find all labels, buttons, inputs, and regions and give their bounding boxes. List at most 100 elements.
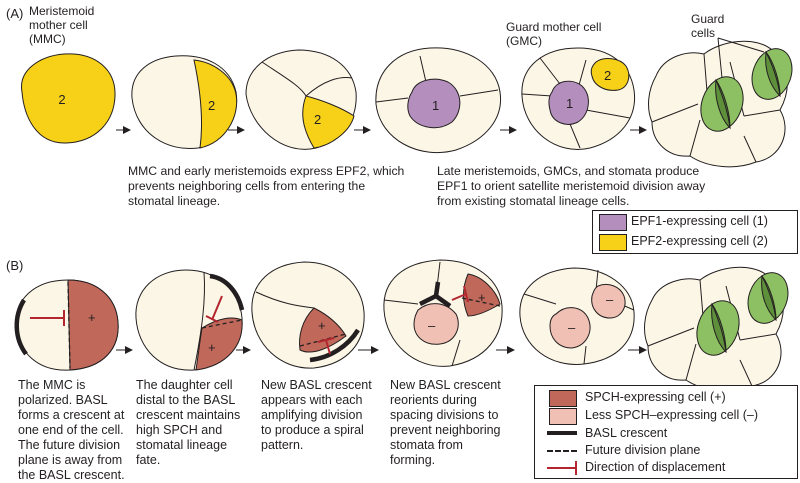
- caption-line: reorients during: [390, 393, 477, 407]
- minus-sign: –: [428, 318, 436, 333]
- caption-step-2: The daughter cell distal to the BASL cre…: [136, 378, 240, 468]
- caption-line: to produce a spiral: [261, 423, 364, 437]
- legend-swatch-basl-crescent: [547, 431, 577, 435]
- legend-label-epf1: EPF1-expressing cell (1): [631, 214, 768, 228]
- cell-number-2: 2: [208, 98, 215, 113]
- legend-swatch-spch: [549, 390, 577, 407]
- less-spch-satellite: [591, 283, 626, 319]
- caption-line: one end of the cell.: [18, 423, 124, 437]
- epf1-meristemoid: [407, 78, 461, 129]
- mmc-label-line: (MMC): [29, 32, 66, 46]
- displacement-bar: [463, 285, 469, 303]
- caption-line: pattern.: [261, 438, 304, 452]
- cell-wall: [305, 77, 353, 97]
- caption-line: prevents neighboring cells from entering…: [128, 179, 366, 193]
- caption-line: MMC and early meristemoids express EPF2,…: [128, 164, 405, 178]
- cell-number-2: 2: [58, 92, 65, 107]
- gmc-label-line: (GMC): [506, 34, 542, 48]
- caption-line: high SPCH and: [136, 423, 223, 437]
- displacement-bar: [205, 315, 219, 323]
- cell-number-2: 2: [604, 68, 611, 83]
- caption-line: spacing divisions to: [390, 408, 499, 422]
- less-spch-meristemoid: [413, 303, 459, 345]
- less-spch-meristemoid: [549, 307, 591, 349]
- cell-number-2: 2: [314, 112, 321, 127]
- mmc-label-line: Meristemoid: [29, 4, 95, 18]
- caption-line: polarized. BASL: [18, 393, 108, 407]
- stoma-lower: [700, 76, 744, 132]
- legend-basl: SPCH-expressing cell (+) Less SPCH–expre…: [534, 385, 798, 479]
- gmc-label: Guard mother cell (GMC): [506, 20, 601, 48]
- displacement-arrow: [325, 339, 331, 355]
- plus-sign: +: [478, 290, 486, 305]
- cell-wall: [523, 269, 635, 365]
- stoma-upper: [751, 48, 793, 100]
- guard-leader-line: [717, 37, 765, 53]
- plus-sign: +: [318, 318, 326, 333]
- cell-wall: [375, 55, 499, 103]
- spch-half: [67, 279, 119, 371]
- legend-label-spch: SPCH-expressing cell (+): [585, 390, 726, 404]
- legend-epf: EPF1-expressing cell (1) EPF2-expressing…: [592, 210, 798, 254]
- cell-number-1: 1: [432, 98, 439, 113]
- cell-wall: [255, 291, 315, 309]
- caption-line: New BASL crescent: [261, 378, 372, 392]
- caption-line: The MMC is: [18, 378, 86, 392]
- epf2-meristemoid: [302, 95, 355, 149]
- displacement-arrow: [451, 293, 467, 301]
- epf2-satellite-meristemoid: [590, 58, 630, 91]
- guard-cells-label: Guard cells: [691, 12, 724, 40]
- epf2-daughter-cell: [193, 59, 238, 149]
- guard-leader-line: [717, 37, 723, 79]
- caption-line: forming.: [390, 453, 436, 467]
- guard-label-line: Guard: [691, 12, 725, 26]
- caption-line: fate.: [136, 453, 161, 467]
- legend-swatch-less-spch: [549, 408, 577, 425]
- caption-line: appears with each: [261, 393, 363, 407]
- plus-sign: +: [208, 340, 216, 355]
- caption-line: The daughter cell: [136, 378, 233, 392]
- division-plane: [67, 281, 71, 369]
- basl-crescent: [309, 328, 360, 363]
- caption-line: The future division: [18, 438, 121, 452]
- caption-line: stomatal lineage.: [128, 194, 221, 208]
- caption-line: amplifying division: [261, 408, 363, 422]
- guard-label-line: cells: [691, 26, 716, 40]
- caption-line: prevent neighboring: [390, 423, 501, 437]
- legend-swatch-epf1: [599, 214, 627, 231]
- legend-swatch-displacement: [547, 467, 575, 469]
- legend-swatch-epf2: [599, 234, 627, 251]
- caption-line: New BASL crescent: [390, 378, 501, 392]
- legend-label-division-plane: Future division plane: [585, 443, 701, 457]
- legend-label-displacement: Direction of displacement: [585, 460, 726, 474]
- panel-b-label: (B): [6, 258, 24, 273]
- gmc-leader-line: [539, 57, 561, 85]
- panel-a-label: (A): [6, 6, 24, 21]
- legend-swatch-displacement-bar: [575, 461, 577, 475]
- gmc-label-line: Guard mother cell: [506, 20, 602, 34]
- mmc-label: Meristemoid mother cell (MMC): [29, 4, 94, 46]
- caption-line: stomatal lineage: [136, 438, 228, 452]
- caption-epf2: MMC and early meristemoids express EPF2,…: [128, 164, 404, 209]
- minus-sign: –: [568, 320, 576, 335]
- caption-line: EPF1 to orient satellite meristemoid div…: [437, 179, 706, 193]
- mmc-cell: [21, 53, 116, 144]
- displacement-bar: [317, 337, 335, 343]
- mmc-label-line: mother cell: [29, 18, 88, 32]
- cell-wall: [193, 271, 205, 371]
- basl-crescent: [209, 273, 245, 311]
- caption-line: stomata from: [390, 438, 463, 452]
- minus-sign: –: [606, 292, 614, 307]
- basl-crescent-arm: [433, 281, 441, 297]
- spch-daughter: [195, 317, 243, 371]
- legend-label-less-spch: Less SPCH–expressing cell (–): [585, 408, 758, 422]
- caption-line: Late meristemoids, GMCs, and stomata pro…: [437, 164, 700, 178]
- cell-number-1: 1: [566, 96, 573, 111]
- legend-label-epf2: EPF2-expressing cell (2): [631, 234, 768, 248]
- caption-step-4: New BASL crescent reorients during spaci…: [390, 378, 501, 468]
- stoma-lower: [696, 300, 740, 356]
- legend-swatch-division-plane: [547, 450, 577, 452]
- caption-step-1: The MMC is polarized. BASL forms a cresc…: [18, 378, 125, 483]
- caption-epf1: Late meristemoids, GMCs, and stomata pro…: [437, 164, 705, 209]
- legend-label-basl-crescent: BASL crescent: [585, 426, 668, 440]
